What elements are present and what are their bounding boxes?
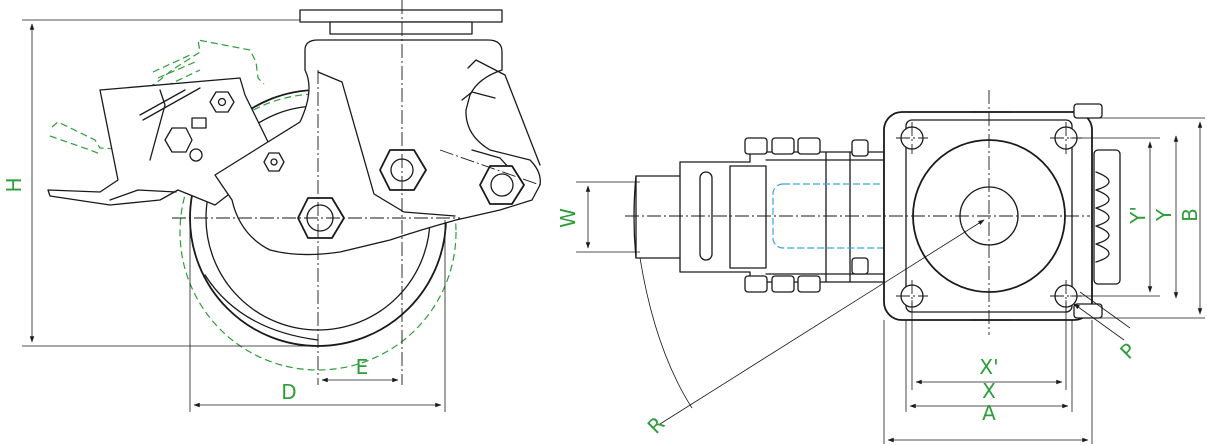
pedal-bolts <box>744 137 869 293</box>
side-view: H D E <box>2 0 541 412</box>
rear-spring <box>1073 103 1121 319</box>
label-x-prime: X' <box>979 355 998 379</box>
dimension-h: H <box>2 19 318 347</box>
dimension-e: E <box>321 355 399 383</box>
top-view: W R X' X A <box>556 90 1205 444</box>
dimension-d: D <box>189 220 446 412</box>
dimension-x-a: X' X A <box>883 300 1093 444</box>
label-a: A <box>982 401 996 425</box>
label-b: B <box>1178 208 1202 222</box>
label-r: R <box>643 412 670 439</box>
fork-housing <box>214 9 541 256</box>
label-y: Y <box>1152 208 1176 222</box>
label-e: E <box>356 355 369 379</box>
label-h: H <box>2 177 26 192</box>
label-y-prime: Y' <box>1126 206 1150 225</box>
label-x: X <box>982 379 996 403</box>
label-w: W <box>556 208 580 228</box>
label-p: P <box>1115 338 1141 364</box>
brake-lever-body <box>47 77 273 206</box>
brake-pedal-top <box>633 151 885 283</box>
dimension-w: W <box>556 181 640 253</box>
dimension-y-b: Y' Y B <box>1070 117 1205 319</box>
small-bolt-side <box>263 152 285 172</box>
label-d: D <box>281 380 296 404</box>
